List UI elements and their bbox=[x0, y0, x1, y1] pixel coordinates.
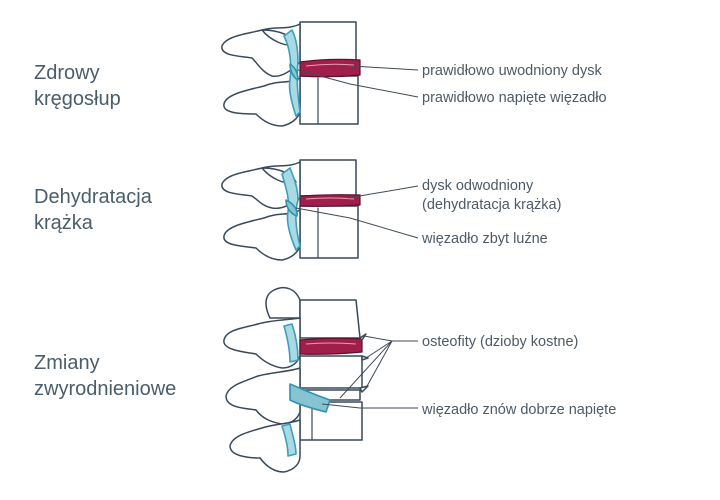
title-degenerative-line2: zwyrodnieniowe bbox=[34, 378, 177, 400]
annotation-loose-ligament: więzadło zbyt luźne bbox=[422, 231, 548, 247]
degenerative-illustration bbox=[223, 286, 418, 473]
annotation-ligament-tight-again: więzadło znów dobrze napięte bbox=[422, 402, 617, 418]
healthy-spine-illustration bbox=[221, 21, 419, 127]
vertebral-body-top-3 bbox=[299, 299, 361, 339]
annotation-dehydrated-disc-note: (dehydratacja krążka) bbox=[422, 197, 562, 213]
leader-tensioned-ligament bbox=[297, 69, 419, 98]
ligament-tight-again bbox=[289, 383, 331, 413]
leader-dehydrated-disc bbox=[347, 185, 419, 199]
leader-osteophytes bbox=[363, 335, 418, 342]
vertebral-body-upper-2 bbox=[299, 159, 357, 197]
title-healthy-line1: Zdrowy bbox=[34, 62, 100, 84]
posterior-elements-middle-3 bbox=[225, 367, 301, 425]
posterior-elements-top-3 bbox=[223, 317, 301, 369]
dehydrated-disc bbox=[299, 194, 361, 207]
annotation-osteophytes: osteofity (dzioby kostne) bbox=[422, 334, 579, 350]
leader-loose-ligament bbox=[295, 207, 419, 239]
ligament-upper-3 bbox=[283, 323, 299, 363]
title-healthy-spine: Zdrowy kręgosłup bbox=[34, 60, 121, 112]
degenerated-disc bbox=[299, 337, 363, 355]
title-healthy-line2: kręgosłup bbox=[34, 88, 121, 110]
vertebral-body-lower bbox=[299, 75, 359, 125]
osteophyte bbox=[361, 355, 369, 361]
ligament-lower-3 bbox=[281, 423, 297, 457]
annotation-tensioned-ligament: prawidłowo napięte więzadło bbox=[422, 90, 607, 106]
hydrated-disc bbox=[299, 58, 361, 78]
dehydration-illustration bbox=[221, 159, 419, 261]
osteophyte bbox=[359, 333, 367, 341]
posterior-elements-lower bbox=[223, 77, 301, 127]
leader-ligament-tight-again bbox=[321, 403, 418, 409]
title-dehydration-line1: Dehydratacja bbox=[34, 186, 152, 208]
title-degenerative-line1: Zmiany bbox=[34, 352, 100, 374]
title-dehydration-line2: krążka bbox=[34, 212, 93, 234]
title-disc-dehydration: Dehydratacja krążka bbox=[34, 184, 152, 236]
posterior-elements-lower-2 bbox=[223, 209, 301, 261]
posterior-elements-lower-3 bbox=[229, 419, 301, 473]
leader-hydrated-disc bbox=[351, 65, 419, 71]
vertebral-body-middle-3 bbox=[299, 355, 363, 389]
title-degenerative-changes: Zmiany zwyrodnieniowe bbox=[34, 350, 176, 402]
vertebral-body-upper bbox=[299, 21, 357, 63]
annotation-dehydrated-disc: dysk odwodniony bbox=[422, 178, 534, 194]
annotation-hydrated-disc: prawidłowo uwodniony dysk bbox=[422, 63, 602, 79]
